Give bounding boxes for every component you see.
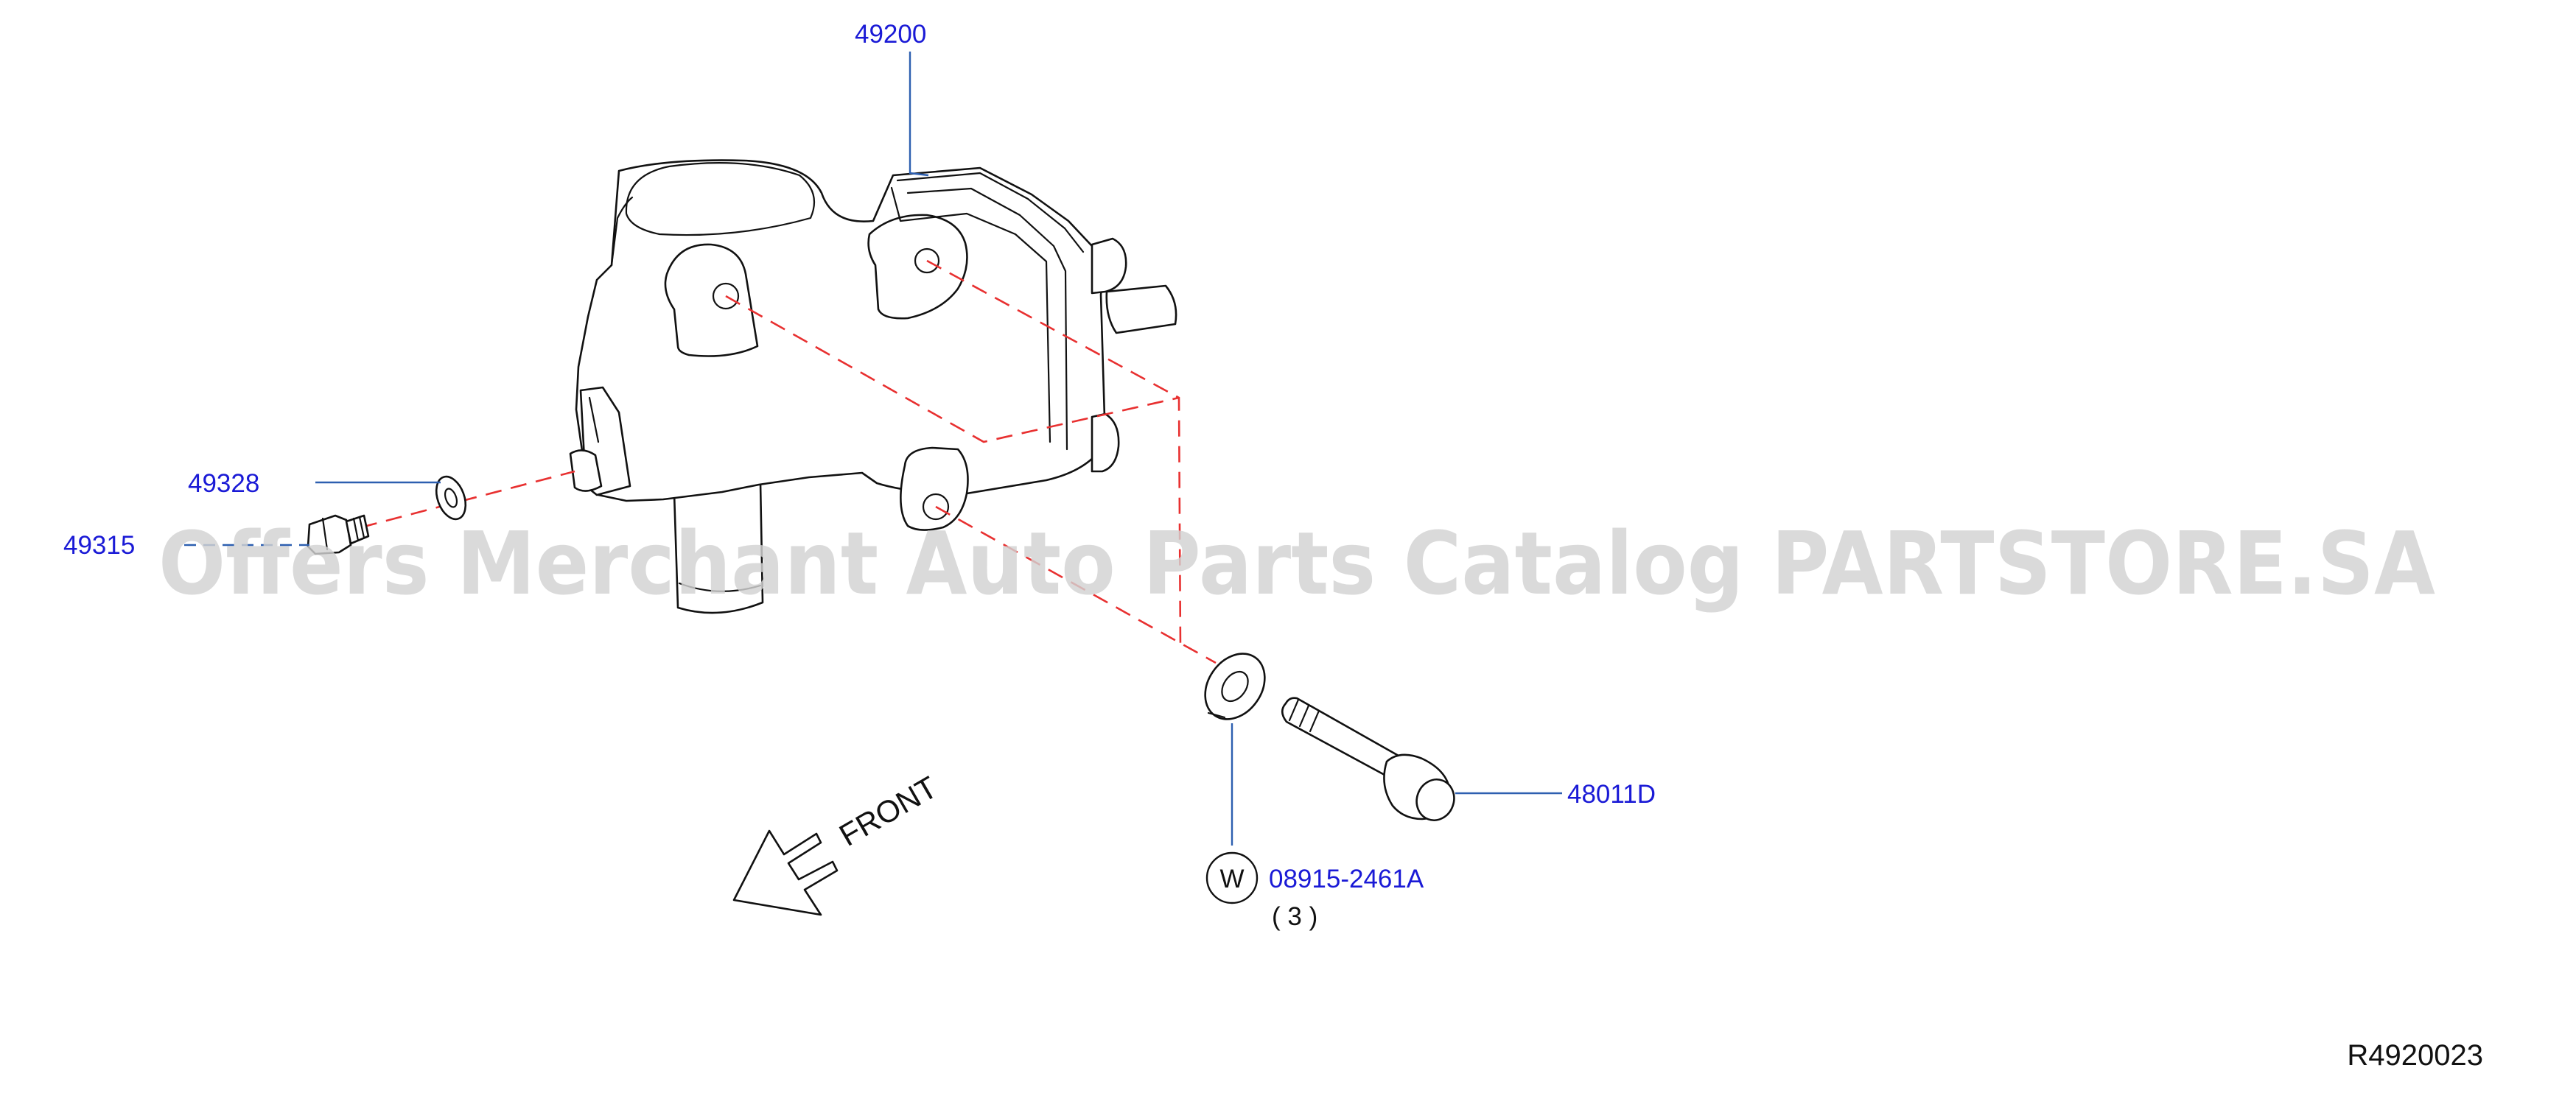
assembly-dashed-lines	[360, 259, 1217, 664]
dashed-line-upper-left	[725, 295, 1180, 443]
callout-49328: 49328	[188, 469, 259, 498]
w-symbol-icon: W	[1219, 865, 1244, 893]
leader-49200	[909, 52, 929, 177]
front-arrow-icon	[732, 829, 839, 916]
front-direction-arrow: FRONT	[732, 770, 943, 916]
bolt-48011d	[1281, 697, 1455, 821]
leader-lines	[184, 52, 1562, 846]
callout-48011d: 48011D	[1567, 780, 1656, 809]
front-label: FRONT	[833, 770, 943, 853]
dashed-line-upper-right	[926, 259, 1182, 650]
callout-49200: 49200	[855, 20, 926, 49]
callout-49315: 49315	[63, 531, 135, 560]
washer-08915-2461a	[1204, 653, 1266, 720]
dashed-line-lower	[935, 505, 1217, 664]
diagram-reference-code: R4920023	[2347, 1039, 2483, 1072]
callout-08915-2461a: 08915-2461A	[1269, 865, 1424, 893]
callout-08915-quantity: ( 3 )	[1272, 902, 1317, 931]
washer-49328	[435, 475, 467, 521]
w-symbol-badge: W	[1205, 851, 1259, 904]
dashed-line-plug	[360, 470, 575, 529]
plug-bolt-49315	[307, 514, 370, 555]
watermark-text: Offers Merchant Auto Parts Catalog PARTS…	[158, 513, 2435, 614]
steering-gear-housing	[569, 159, 1177, 614]
